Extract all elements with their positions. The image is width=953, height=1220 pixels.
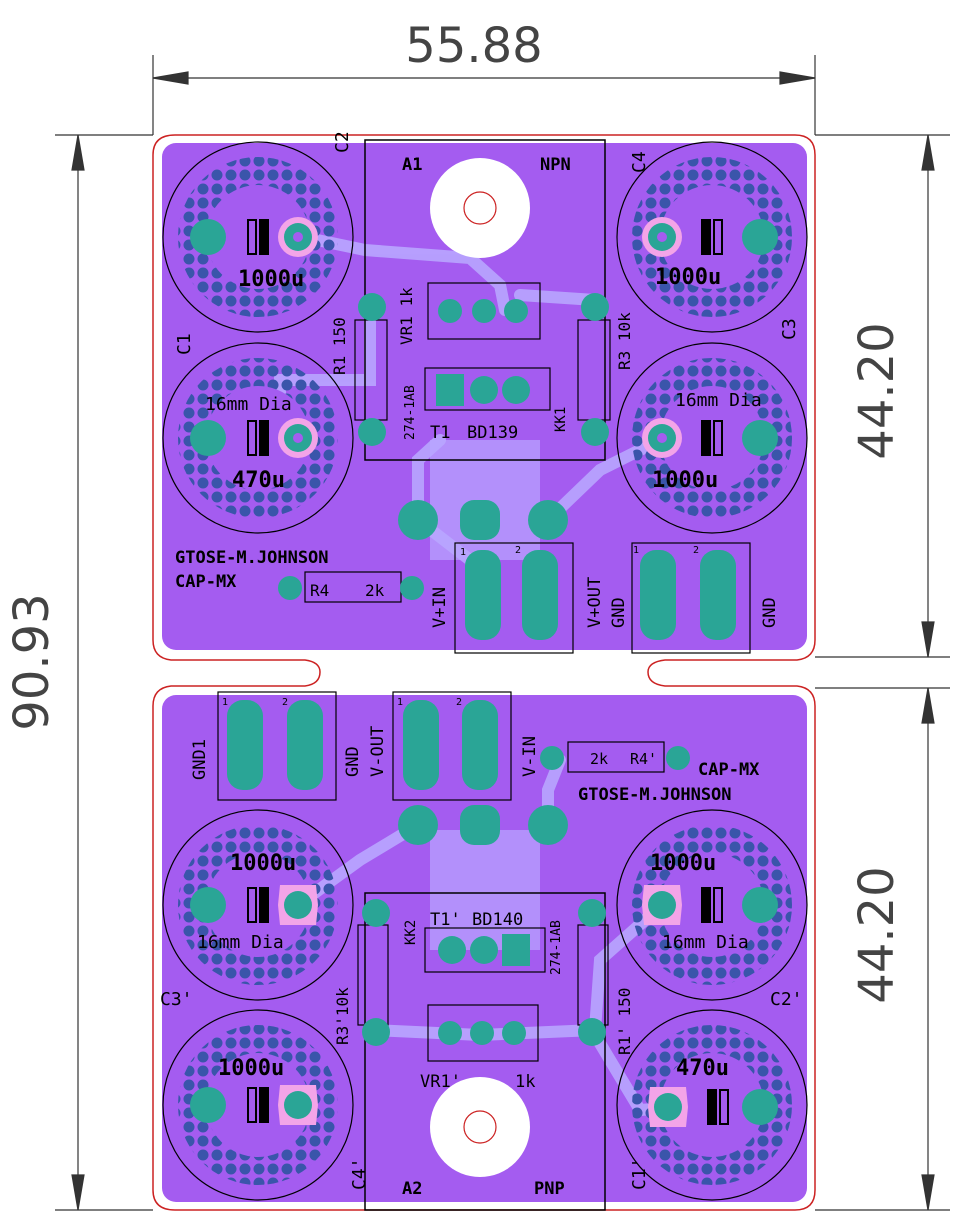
- r4-ref: R4: [310, 581, 329, 600]
- conn-vin-pin1: 1: [460, 547, 466, 558]
- cap-c3p-ref: C3': [160, 989, 193, 1010]
- r1p-label: R1' 150: [615, 988, 634, 1055]
- t1-ref: T1: [430, 423, 450, 443]
- cap-c3-ref: C3: [779, 318, 800, 340]
- credit-capmx-bottom: CAP-MX: [698, 760, 760, 780]
- conn-gnd-pin1: 1: [633, 545, 639, 556]
- heatsink-a1-type: NPN: [540, 155, 571, 175]
- heatsink-a2-ref: A2: [402, 1179, 422, 1199]
- conn-gnd1-pin2: 2: [282, 697, 288, 708]
- vr1-label: VR1 1k: [397, 287, 416, 345]
- r3p-label: R3'10k: [333, 987, 352, 1045]
- label-vin-top: V+IN: [430, 587, 450, 628]
- label-vout-top: V+OUT: [585, 577, 605, 628]
- heatsink-a1-ref: A1: [402, 155, 422, 175]
- cap-c2p-ref: C2': [770, 989, 803, 1010]
- label-gnd-a-top: GND: [609, 597, 629, 628]
- vr1p-ref: VR1': [420, 1072, 461, 1092]
- label-gnd-bottom: GND: [343, 746, 363, 777]
- cap-c2-ref: C2: [332, 131, 353, 153]
- dimension-lines: [55, 55, 950, 1211]
- dim-top-half: 44.20: [849, 322, 905, 459]
- cap-c1-value: 470u: [232, 468, 285, 493]
- dim-width: 55.88: [405, 18, 542, 74]
- label-vin-bottom: V-IN: [520, 736, 540, 777]
- label-vout-bottom: V-OUT: [368, 726, 388, 777]
- cap-pads-top: [190, 217, 778, 458]
- cap-c3-value: 1000u: [652, 468, 718, 493]
- r4p-ref: R4': [630, 750, 657, 768]
- cap-c3p-value: 1000u: [230, 851, 296, 876]
- cap-c4-value: 1000u: [655, 265, 721, 290]
- label-gnd1: GND1: [190, 739, 210, 780]
- conn-gnd1-pin1: 1: [222, 697, 228, 708]
- cap-c4p-ref: C4': [349, 1157, 370, 1190]
- conn-vin-pin2: 2: [515, 545, 521, 556]
- cap-c1p-value: 470u: [676, 1056, 729, 1081]
- heatsink-ref-top: 274-1AB: [403, 385, 418, 440]
- r1-label: R1 150: [330, 317, 349, 375]
- bottom-board: 1 2 1 2 GND1 GND V-OUT V-IN 2k R4' CAP-M…: [160, 691, 808, 1211]
- cap-c2-value: 1000u: [238, 267, 304, 292]
- credit-author-top: GTOSE-M.JOHNSON: [175, 548, 329, 568]
- cap-c1-note: 16mm Dia: [205, 394, 292, 415]
- cap-c3-note: 16mm Dia: [675, 390, 762, 411]
- credit-capmx-top: CAP-MX: [175, 572, 237, 592]
- top-board: C2 1000u C4 1000u C1 16mm Dia 470u C3 16…: [162, 131, 808, 654]
- kk1-label: KK1: [553, 407, 569, 432]
- cap-c2p-value: 1000u: [650, 851, 716, 876]
- t1-part: BD139: [467, 423, 518, 443]
- cap-c3p-note: 16mm Dia: [197, 932, 284, 953]
- conn-gnd-pin2: 2: [693, 545, 699, 556]
- dim-height: 90.93: [4, 593, 60, 730]
- label-gnd-b-top: GND: [760, 597, 780, 628]
- conn-vout-pin1: 1: [397, 697, 403, 708]
- cap-c1p-ref: C1': [629, 1157, 650, 1190]
- t1p-part: BD140: [472, 910, 523, 930]
- cap-c4p-value: 1000u: [218, 1056, 284, 1081]
- dim-bottom-half: 44.20: [849, 866, 905, 1003]
- t1p-ref: T1': [430, 910, 461, 930]
- r4p-value: 2k: [590, 750, 608, 768]
- cap-c1-ref: C1: [174, 333, 195, 355]
- r4-value: 2k: [365, 581, 385, 600]
- vr1p-value: 1k: [515, 1072, 535, 1092]
- board-outline: [152, 134, 816, 1211]
- r3-label: R3 10k: [615, 312, 634, 370]
- cap-pads-bottom: [190, 885, 778, 1127]
- conn-vout-pin2: 2: [456, 697, 462, 708]
- cap-c2p-note: 16mm Dia: [662, 932, 749, 953]
- cap-c4-ref: C4: [629, 151, 650, 173]
- heatsink-ref-bottom: 274-1AB: [549, 920, 564, 975]
- heatsink-a2-type: PNP: [534, 1179, 565, 1199]
- kk2-label: KK2: [403, 920, 419, 945]
- credit-author-bottom: GTOSE-M.JOHNSON: [578, 785, 732, 805]
